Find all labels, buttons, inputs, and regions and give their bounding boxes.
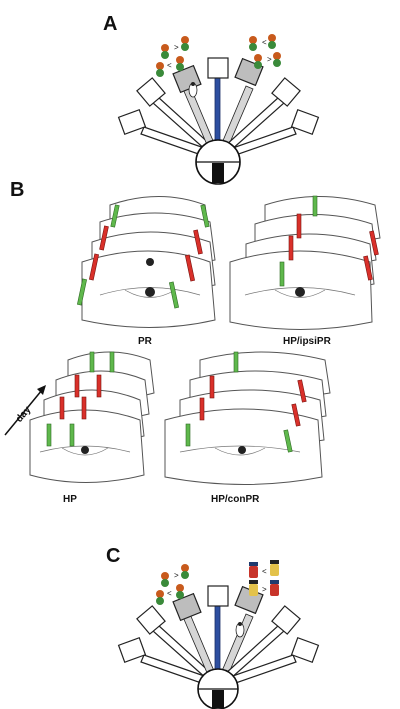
electrode-icon: [199, 397, 205, 421]
brain-slice-icon: [229, 196, 381, 330]
maze-arm: [224, 605, 301, 680]
svg-text:>: >: [174, 43, 179, 52]
svg-text:>: >: [267, 55, 272, 64]
brain-stack-hp-ipsipr: [229, 195, 381, 330]
electrode-icon: [99, 225, 109, 251]
electrode-icon: [81, 396, 87, 420]
electrode-icon: [363, 255, 373, 281]
electrode-icon: [46, 423, 52, 447]
brain-slice-icon: [29, 351, 155, 483]
electrode-icon: [233, 351, 239, 373]
electrode-icon: [185, 423, 191, 447]
brain-stack-pr: [76, 196, 216, 328]
condition-label-pr: PR: [138, 336, 153, 347]
maze-arm: [224, 77, 301, 152]
maze-arm-center: [207, 585, 229, 675]
electrode-icon: [291, 403, 301, 427]
object-cylinder-icon: < >: [249, 560, 279, 596]
electrode-icon: [74, 374, 80, 398]
maze-arm: [117, 109, 211, 158]
svg-text:<: <: [262, 567, 267, 576]
electrode-icon: [59, 396, 65, 420]
electrode-icon: [193, 229, 203, 255]
svg-text:>: >: [262, 585, 267, 594]
svg-text:<: <: [262, 38, 267, 47]
electrode-icon: [168, 281, 180, 309]
object-toy-icon: > <: [156, 36, 189, 77]
svg-text:<: <: [167, 589, 172, 598]
condition-label-hp: HP: [63, 494, 77, 505]
electrode-icon: [110, 204, 120, 228]
condition-label-hp-ipsipr: HP/ipsiPR: [283, 336, 332, 347]
panel-a-label: A: [103, 13, 117, 35]
electrode-icon: [96, 374, 102, 398]
electrode-icon: [69, 423, 75, 447]
condition-label-hp-conpr: HP/conPR: [211, 494, 260, 505]
brain-stack-hp: [29, 351, 155, 483]
electrode-icon: [109, 351, 115, 373]
electrode-icon: [88, 253, 100, 281]
electrode-icon: [297, 379, 307, 403]
brain-slice-icon: [164, 351, 331, 485]
start-box: [212, 690, 224, 708]
electrode-icon: [279, 261, 285, 287]
svg-text:>: >: [174, 571, 179, 580]
maze-arm: [172, 592, 215, 676]
rat-icon: [188, 82, 198, 98]
maze-arm: [136, 77, 213, 152]
svg-text:<: <: [167, 61, 172, 70]
object-toy-icon: < >: [249, 34, 281, 69]
electrode-icon: [296, 213, 302, 239]
electrode-icon: [283, 429, 293, 453]
object-toy-icon: > <: [156, 564, 189, 605]
brain-stack-hp-conpr: [164, 351, 331, 485]
brain-slice-icon: [81, 196, 216, 328]
panel-c-label: C: [106, 545, 120, 567]
panel-b-label: B: [10, 179, 24, 201]
electrode-icon: [184, 254, 196, 282]
electrode-icon: [312, 195, 318, 217]
electrode-icon: [89, 351, 95, 373]
panel-c-maze: > < < >: [117, 560, 320, 709]
start-box: [212, 163, 224, 183]
electrode-icon: [76, 278, 88, 306]
maze-arm-center: [207, 57, 229, 147]
electrode-icon: [288, 235, 294, 261]
electrode-icon: [369, 230, 379, 256]
maze-arm: [226, 109, 320, 158]
electrode-icon: [209, 375, 215, 399]
rat-icon: [235, 622, 245, 638]
panel-a-maze: > < < >: [117, 34, 320, 185]
electrode-icon: [200, 204, 210, 228]
